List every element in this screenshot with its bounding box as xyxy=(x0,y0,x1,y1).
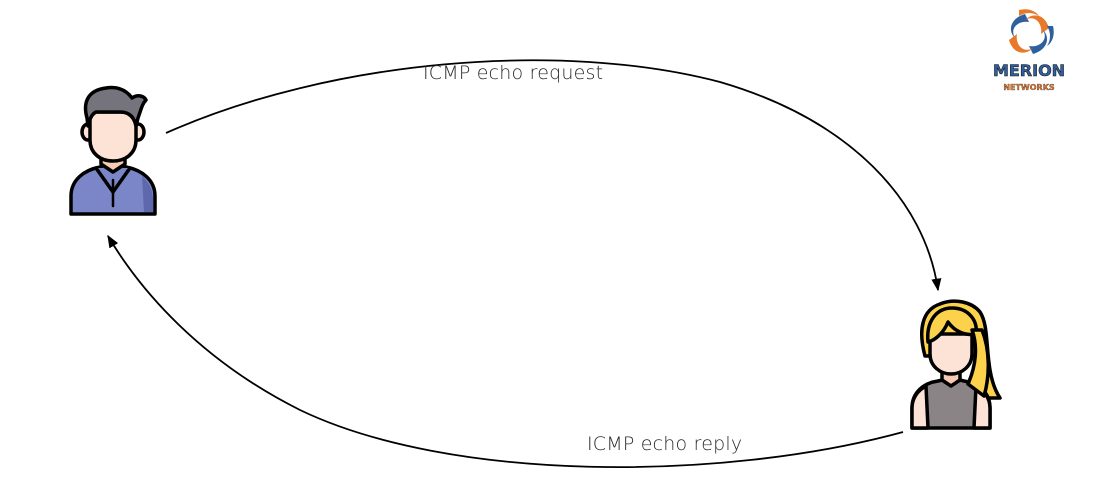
echo-reply-label: ICMP echo reply xyxy=(587,433,743,455)
echo-reply-arrow xyxy=(107,234,904,469)
woman-avatar-icon xyxy=(910,299,1002,430)
merion-logo: MERION NETWORKS xyxy=(993,9,1065,92)
logo-tagline: NETWORKS xyxy=(1003,83,1055,92)
echo-request-label: ICMP echo request xyxy=(423,62,604,84)
man-avatar-icon xyxy=(69,85,157,216)
swirl-icon xyxy=(1009,9,1054,54)
logo-name: MERION xyxy=(993,61,1065,80)
echo-request-arrow xyxy=(165,59,942,292)
